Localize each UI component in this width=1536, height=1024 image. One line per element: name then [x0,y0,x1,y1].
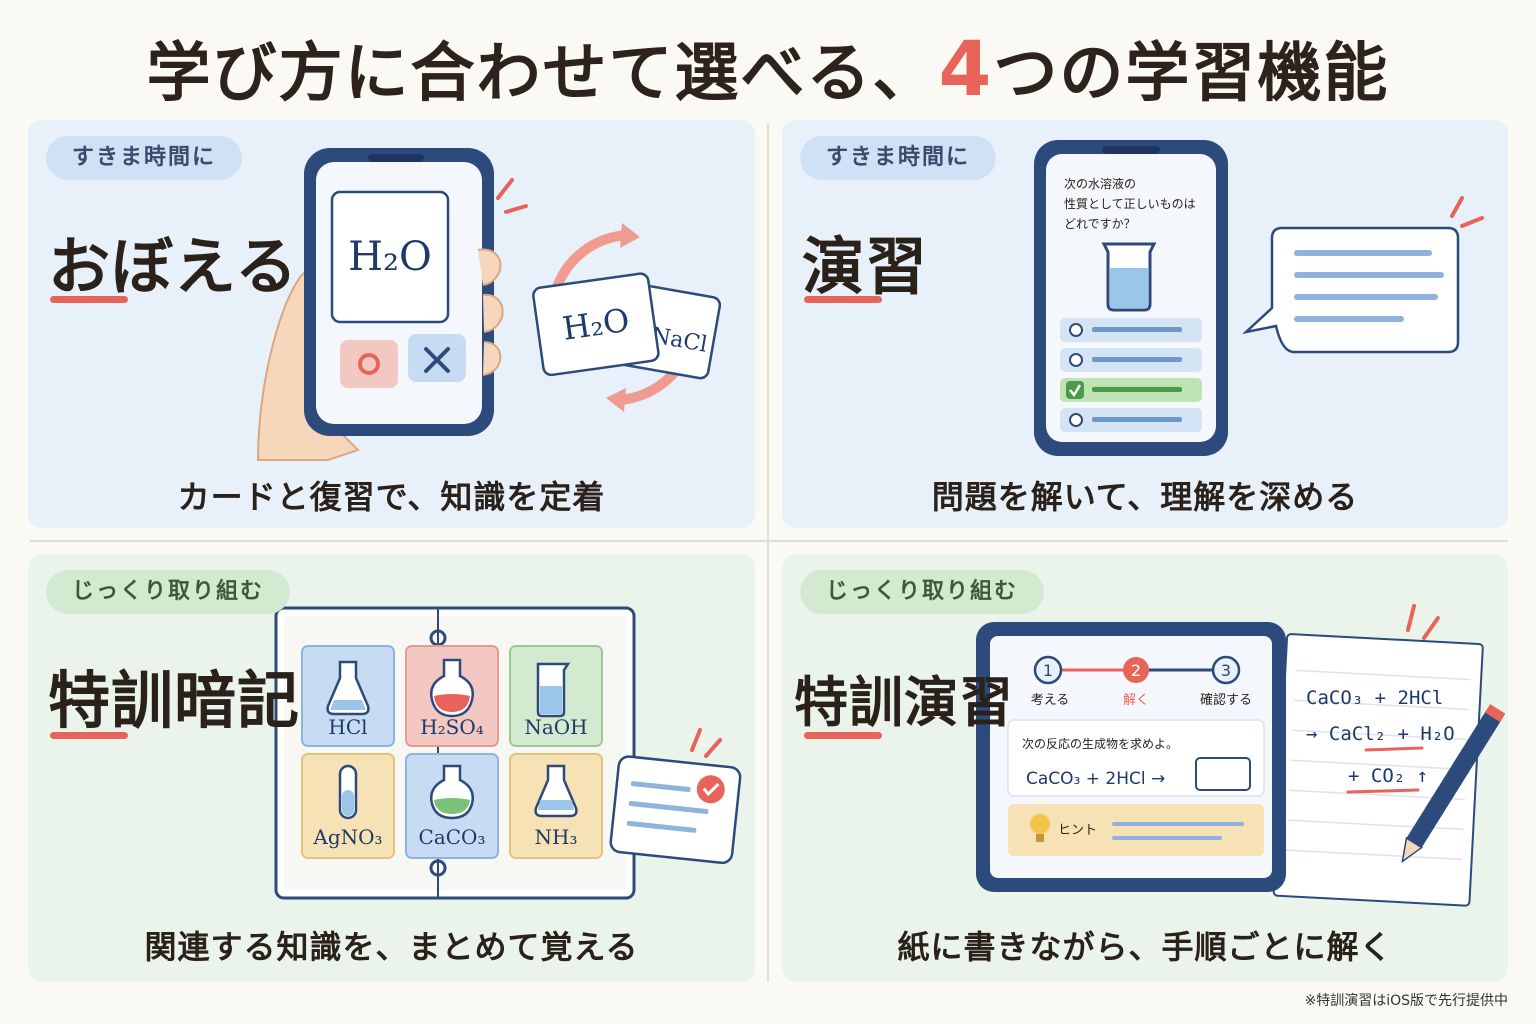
sparkle-icon [1450,196,1484,228]
hint-label: ヒント [1058,823,1097,838]
heading-underline [804,732,882,739]
correct-button-icon [340,340,398,388]
panel-tag: すきま時間に [46,136,243,180]
question-line: 性質として正しいものは [1064,196,1196,211]
panel-heading: 演習 [802,230,929,303]
problem-text: 次の反応の生成物を求めよ。 [1022,737,1178,751]
sparkle-icon [690,728,722,758]
answer-input [1195,757,1251,791]
question-line: 次の水溶液の [1064,176,1136,191]
equation-text: CaCO₃ + 2HCl → [1026,769,1165,789]
lightbulb-icon [1030,814,1050,834]
step-1-circle [1033,655,1063,685]
footnote: ※特訓演習はiOS版で先行提供中 [1304,993,1508,1009]
heading-underline [804,296,882,303]
svg-text:1: 1 [1043,661,1053,680]
speech-bubble-icon [1241,226,1460,354]
pencil-icon [1401,704,1506,864]
panel-caption: 関連する知識を、まとめて覚える [144,928,639,966]
panel-heading: 特訓暗記 [48,664,301,737]
memorize-illustration: H₂O NaCl H₂O [256,148,722,461]
divider-horizontal [30,540,1508,542]
feature-panel-practice[interactable]: 次の水溶液の 性質として正しいものは どれですか？ すきま時間に 演習 問題を解… [782,120,1508,528]
step-2-circle [1123,657,1149,683]
card-front-text: H₂O [560,301,632,348]
phone-formula-text: H₂O [348,234,432,280]
svg-text:3: 3 [1221,661,1231,680]
cell-label: NaOH [524,715,587,739]
panel-tag: じっくり取り組む [46,570,291,614]
panel-caption: 紙に書きながら、手順ごとに解く [897,928,1393,966]
divider-vertical [767,124,769,982]
practice-illustration: 次の水溶液の 性質として正しいものは どれですか？ [1034,140,1484,456]
cell-label: H₂SO₄ [420,715,484,739]
panel-caption: 問題を解いて、理解を深める [931,478,1359,516]
cell-label: AgNO₃ [312,825,382,849]
svg-text:2: 2 [1131,661,1141,680]
step-label: 解く [1123,693,1149,708]
page-title: 学び方に合わせて選べる、4つの学習機能 [146,24,1390,113]
sparkle-icon [496,178,528,214]
cell-label: NH₃ [535,825,578,849]
panel-caption: カードと復習で、知識を定着 [177,478,606,516]
intensive-practice-illustration: CaCO₃ + 2HCl → CaCl₂ + H₂O + CO₂ ↑ 1 2 3… [976,604,1506,907]
step-label: 確認する [1200,692,1252,708]
heading-underline [50,732,128,739]
cell-label: HCl [328,715,367,739]
hint-box [1008,804,1264,856]
refresh-icon [551,230,629,292]
panel-heading: 特訓演習 [794,671,1014,734]
feature-panel-memorize[interactable]: H₂O NaCl H₂O すきま時間に おぼえる カードと復習で、知識を定着 [28,120,755,528]
feature-panel-intensive-practice[interactable]: CaCO₃ + 2HCl → CaCl₂ + H₂O + CO₂ ↑ 1 2 3… [782,554,1508,982]
panel-heading: おぼえる [48,230,299,303]
panel-tag: すきま時間に [800,136,997,180]
notebook-line: CaCO₃ + 2HCl [1306,687,1443,709]
notebook-line: → CaCl₂ + H₂O [1306,723,1455,745]
intensive-memorize-illustration: HCl H₂SO₄ NaOH AgNO₃ CaCO₃ NH₃ [274,606,742,900]
feature-panel-intensive-memorize[interactable]: HCl H₂SO₄ NaOH AgNO₃ CaCO₃ NH₃ [28,554,755,982]
heading-underline [50,296,128,303]
check-icon [1066,381,1084,399]
sparkle-icon [1406,604,1440,640]
cell-label: CaCO₃ [419,825,486,849]
step-3-circle [1211,655,1241,685]
step-label: 考える [1031,693,1070,708]
panel-tag: じっくり取り組む [800,570,1045,614]
question-line: どれですか？ [1064,217,1136,231]
notebook-line: + CO₂ ↑ [1348,765,1428,787]
